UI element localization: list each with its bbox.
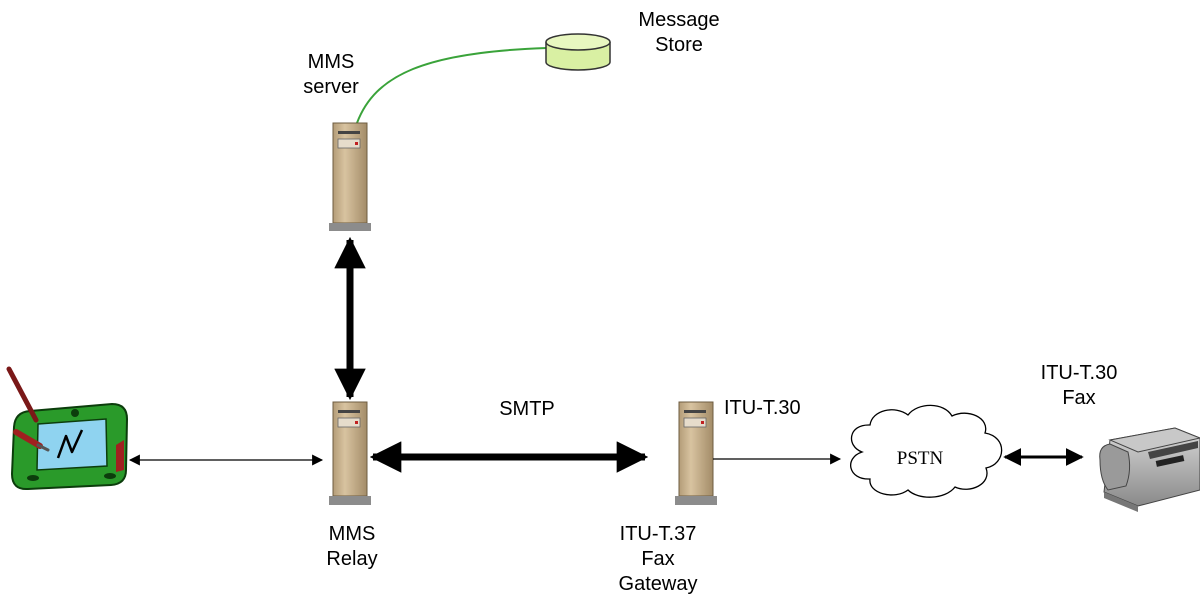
fax-device-label-line1: ITU-T.30 [1040,362,1118,384]
cloud-icon [850,404,1003,498]
server-tower-icon [329,401,371,505]
fax-gateway-label-line3: Gateway [618,573,698,595]
message-store-label: Message Store [638,8,719,58]
fax-machine-icon [1099,427,1200,512]
fax-device-label: ITU-T.30 Fax [1041,361,1118,411]
mms-relay-label-line2: Relay [326,548,378,570]
pstn-label: PSTN [896,448,944,469]
server-store-link [356,47,548,124]
mms-server-label-line2: server [303,76,359,98]
itu-t30-link-label: ITU-T.30 [724,397,801,419]
fax-gateway-label-line1: ITU-T.37 [619,523,697,545]
mms-server-label: MMS server [303,50,359,100]
fax-device-label-line2: Fax [1062,387,1096,409]
fax-gateway-label: ITU-T.37 Fax Gateway [619,522,698,597]
smtp-label: SMTP [499,398,555,420]
server-tower-icon [675,401,717,505]
mms-relay-label-line1: MMS [328,523,376,545]
mms-server-label-line1: MMS [307,51,355,73]
message-store-label-line2: Store [655,34,703,56]
pda-icon [6,366,129,491]
message-store-label-line1: Message [638,9,720,31]
fax-gateway-label-line2: Fax [641,548,675,570]
mms-relay-label: MMS Relay [326,522,377,572]
database-icon [545,33,611,71]
server-tower-icon [329,122,371,231]
